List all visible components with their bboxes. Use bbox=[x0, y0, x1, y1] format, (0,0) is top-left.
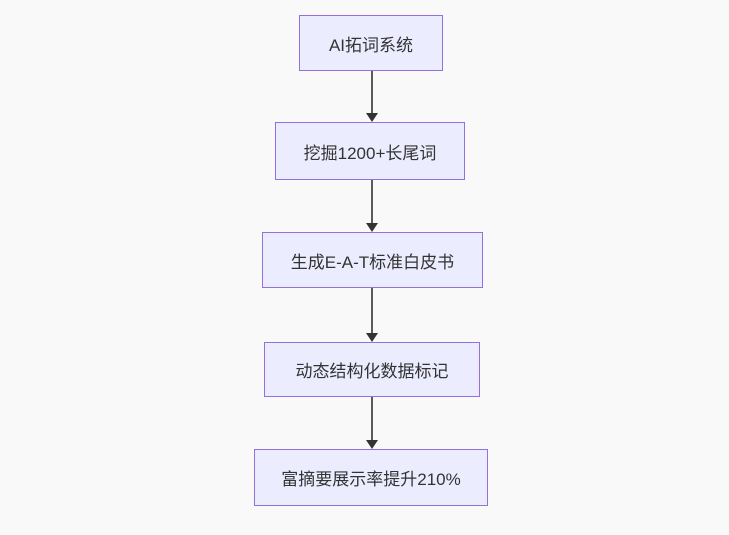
flow-node-eat-whitepaper: 生成E-A-T标准白皮书 bbox=[262, 232, 483, 288]
arrowhead-icon bbox=[365, 113, 378, 122]
arrowhead-icon bbox=[365, 223, 378, 232]
edge-arrow bbox=[365, 180, 378, 232]
edge-arrow bbox=[365, 288, 378, 342]
edge-arrow bbox=[365, 397, 378, 449]
edge-line bbox=[370, 71, 373, 114]
flow-node-ai-expansion-system: AI拓词系统 bbox=[299, 15, 443, 71]
edge-line bbox=[370, 397, 373, 441]
arrowhead-icon bbox=[365, 440, 378, 449]
arrowhead-icon bbox=[365, 333, 378, 342]
edge-line bbox=[370, 180, 373, 224]
edge-arrow bbox=[365, 71, 378, 122]
flow-node-longtail-keyword-mining: 挖掘1200+长尾词 bbox=[275, 122, 465, 180]
edge-line bbox=[370, 288, 373, 334]
flow-node-dynamic-structured-data: 动态结构化数据标记 bbox=[264, 342, 480, 397]
flow-node-rich-snippet-result: 富摘要展示率提升210% bbox=[254, 449, 488, 506]
